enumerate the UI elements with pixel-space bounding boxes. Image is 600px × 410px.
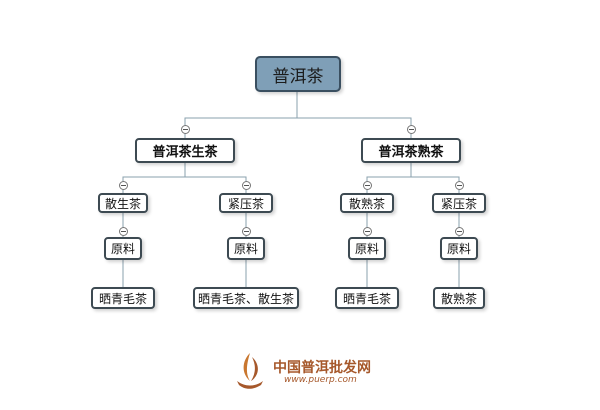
node-label: 原料 — [233, 242, 258, 256]
collapse-toggle-ripe-compressed[interactable] — [455, 181, 464, 190]
node-label: 紧压茶 — [440, 196, 477, 211]
node-raw-loose-material[interactable]: 原料 — [104, 237, 142, 260]
brand-name: 中国普洱批发网 — [273, 360, 371, 376]
node-raw-loose-source[interactable]: 晒青毛茶 — [91, 287, 155, 309]
node-raw-compressed[interactable]: 紧压茶 — [219, 193, 273, 213]
collapse-toggle-raw-loose-material[interactable] — [119, 227, 128, 236]
node-label: 紧压茶 — [227, 196, 264, 211]
node-label: 晒青毛茶、散生茶 — [197, 291, 294, 306]
node-label: 普洱茶生茶 — [152, 145, 218, 160]
brand-url: www.puerp.com — [284, 375, 357, 385]
node-label: 散生茶 — [104, 196, 141, 211]
collapse-toggle-raw[interactable] — [181, 125, 190, 134]
node-ripe-loose-source[interactable]: 晒青毛茶 — [335, 287, 399, 309]
collapse-toggle-ripe-loose[interactable] — [363, 181, 372, 190]
node-label: 散熟茶 — [348, 196, 385, 211]
node-ripe-compressed-source[interactable]: 散熟茶 — [433, 287, 485, 309]
collapse-toggle-raw-loose[interactable] — [119, 181, 128, 190]
node-label: 原料 — [110, 242, 135, 256]
node-raw-loose[interactable]: 散生茶 — [98, 193, 148, 213]
node-ripe-compressed[interactable]: 紧压茶 — [432, 193, 486, 213]
node-raw-puer[interactable]: 普洱茶生茶 — [135, 138, 235, 163]
collapse-toggle-ripe-compressed-material[interactable] — [455, 227, 464, 236]
node-label: 散熟茶 — [440, 291, 477, 306]
node-ripe-loose-material[interactable]: 原料 — [348, 237, 386, 260]
node-raw-compressed-material[interactable]: 原料 — [227, 237, 265, 260]
node-label: 原料 — [446, 242, 471, 256]
node-label: 原料 — [354, 242, 379, 256]
root-node[interactable]: 普洱茶 — [255, 56, 341, 92]
node-ripe-puer[interactable]: 普洱茶熟茶 — [361, 138, 461, 163]
node-raw-compressed-source[interactable]: 晒青毛茶、散生茶 — [193, 287, 299, 309]
node-ripe-loose[interactable]: 散熟茶 — [340, 193, 394, 213]
brand-logo-icon — [237, 353, 263, 389]
node-label: 普洱茶熟茶 — [378, 145, 444, 160]
collapse-toggle-raw-compressed[interactable] — [242, 181, 251, 190]
node-label: 晒青毛茶 — [98, 291, 147, 306]
root-node-label: 普洱茶 — [272, 66, 324, 87]
node-ripe-compressed-material[interactable]: 原料 — [440, 237, 478, 260]
collapse-toggle-ripe[interactable] — [407, 125, 416, 134]
node-label: 晒青毛茶 — [342, 291, 391, 306]
collapse-toggle-raw-compressed-material[interactable] — [242, 227, 251, 236]
collapse-toggle-ripe-loose-material[interactable] — [363, 227, 372, 236]
